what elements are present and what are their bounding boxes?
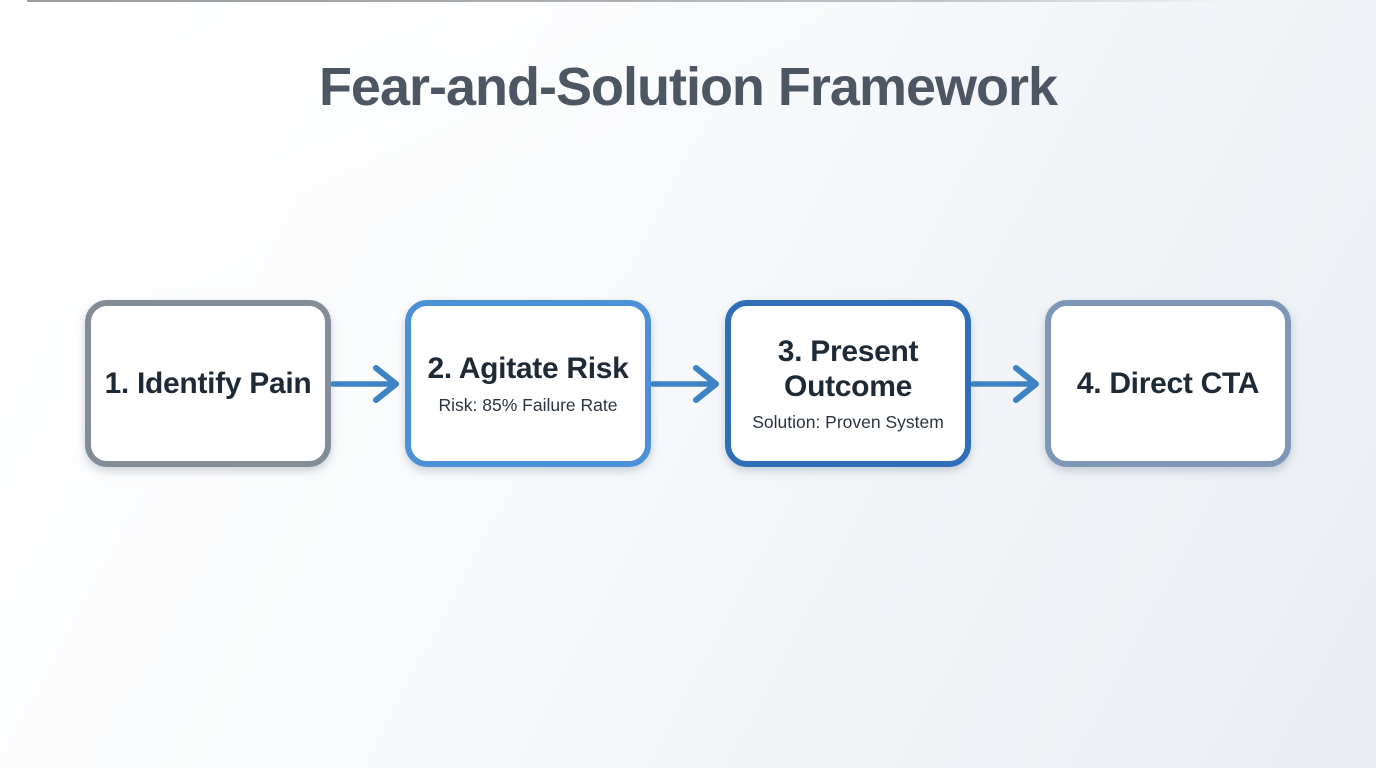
right-arrow-icon [971,364,1039,403]
step-sublabel: Risk: 85% Failure Rate [438,394,618,415]
flow-step-direct-cta: 4. Direct CTA [1045,300,1291,467]
right-arrow-icon [651,364,719,403]
flow-step-present-outcome: 3. Present Outcome Solution: Proven Syst… [725,300,971,467]
flow-step-identify-pain: 1. Identify Pain [85,300,331,467]
step-label: 1. Identify Pain [104,366,312,400]
step-label: 2. Agitate Risk [427,352,629,386]
step-sublabel: Solution: Proven System [752,412,944,433]
flow-diagram: 1. Identify Pain 2. Agitate Risk Risk: 8… [0,300,1376,467]
top-edge-line [27,0,1225,2]
flow-step-agitate-risk: 2. Agitate Risk Risk: 85% Failure Rate [405,300,651,467]
right-arrow-icon [331,364,399,403]
page-title: Fear-and-Solution Framework [318,57,1058,117]
step-label: 3. Present Outcome [777,334,919,403]
step-label: 4. Direct CTA [1076,366,1260,400]
